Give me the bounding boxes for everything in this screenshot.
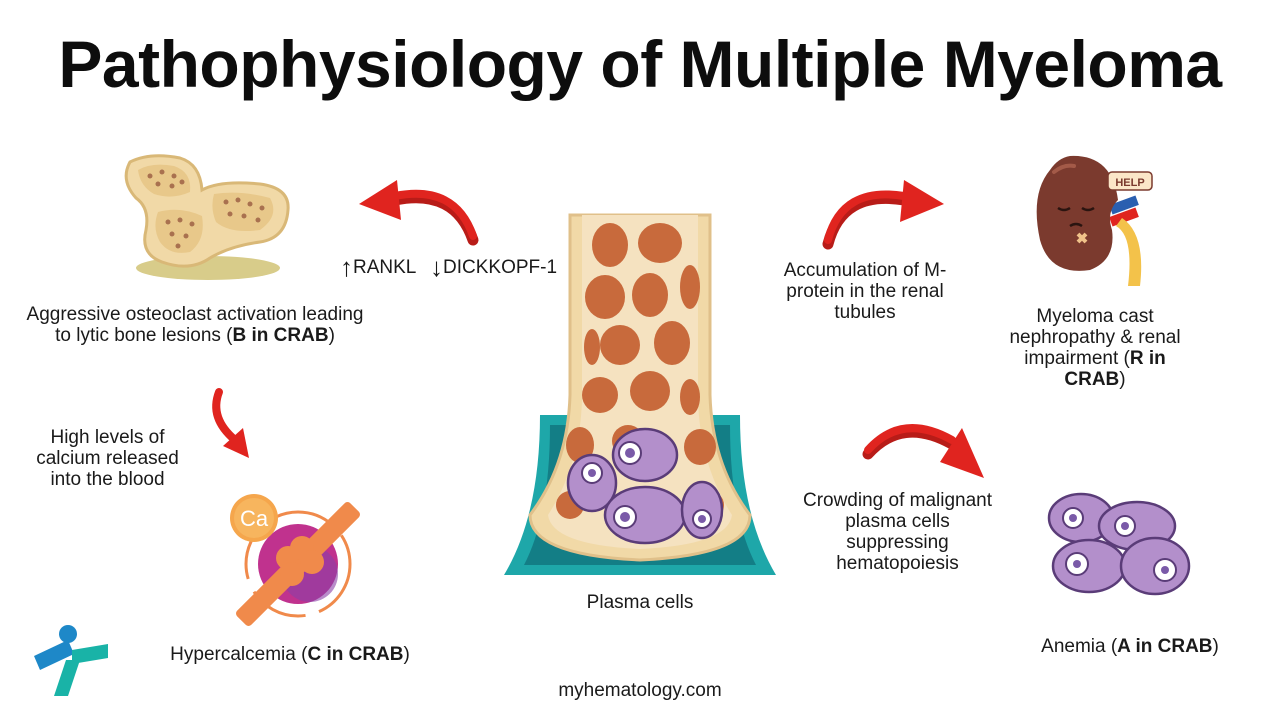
crowding-line2: plasma cells: [845, 511, 950, 532]
down-arrow-icon: ↓: [430, 252, 443, 282]
hypercalcemia-label: Hypercalcemia (C in CRAB): [170, 644, 410, 665]
kidney-line3: impairment (R in: [1024, 348, 1166, 369]
website-footer: myhematology.com: [558, 680, 722, 701]
crowding-line4: hematopoiesis: [836, 553, 959, 574]
kidney-icon: HELP: [1036, 155, 1153, 286]
bone-lesion-label: Aggressive osteoclast activation leading…: [0, 304, 390, 346]
bone-label-line2: to lytic bone lesions (B in CRAB): [55, 325, 335, 346]
calcium-label-line3: into the blood: [50, 469, 165, 490]
curved-arrow-icon: [822, 180, 944, 250]
dickkopf-text: DICKKOPF-1: [443, 257, 558, 278]
mprotein-line3: tubules: [834, 302, 896, 323]
crowding-line1: Crowding of malignant: [802, 490, 993, 511]
help-sign: HELP: [1115, 177, 1144, 189]
rankl-label: ↑RANKL: [340, 252, 416, 283]
red-cells-icon: [1047, 492, 1191, 596]
ca-symbol: Ca: [240, 506, 269, 531]
rankl-text: RANKL: [353, 257, 417, 278]
bone-marrow-icon: [504, 213, 776, 575]
mprotein-line1: Accumulation of M-: [783, 260, 947, 281]
logo-icon: [34, 625, 108, 696]
curved-arrow-icon: [359, 180, 479, 246]
bone-icon: [124, 154, 290, 280]
anemia-label: Anemia (A in CRAB): [1041, 636, 1219, 657]
calcium-release-label: High levels of calcium released into the…: [20, 427, 195, 490]
plasma-cell-group: [566, 427, 724, 545]
dickkopf-label: ↓DICKKOPF-1: [430, 252, 557, 283]
crowding-line3: suppressing: [846, 532, 949, 553]
curved-arrow-icon: [212, 388, 249, 458]
calcium-label-line1: High levels of: [50, 427, 165, 448]
crowding-label: Crowding of malignant plasma cells suppr…: [780, 490, 1015, 574]
kidney-line1: Myeloma cast: [1036, 306, 1154, 327]
up-arrow-icon: ↑: [340, 252, 353, 282]
calcium-icon: Ca: [230, 494, 360, 626]
nephropathy-label: Myeloma cast nephropathy & renal impairm…: [990, 306, 1200, 390]
kidney-line2: nephropathy & renal: [1009, 327, 1181, 348]
bone-label-line1: Aggressive osteoclast activation leading: [26, 304, 364, 325]
kidney-line4: CRAB): [1064, 369, 1126, 390]
curved-arrow-icon: [862, 424, 984, 478]
plasma-cells-label: Plasma cells: [586, 592, 694, 613]
page-title: Pathophysiology of Multiple Myeloma: [58, 27, 1222, 101]
calcium-label-line2: calcium released: [36, 448, 179, 469]
m-protein-label: Accumulation of M- protein in the renal …: [760, 260, 970, 323]
mprotein-line2: protein in the renal: [786, 281, 944, 302]
